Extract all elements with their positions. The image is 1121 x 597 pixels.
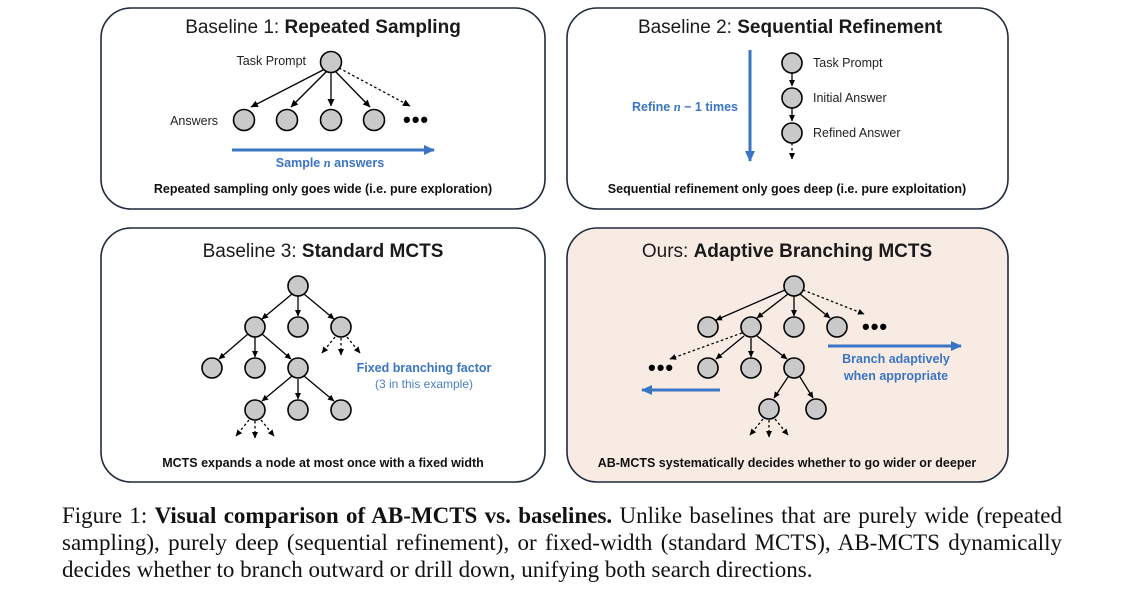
tree-node: [201, 357, 223, 379]
ellipsis-dots: •••: [403, 107, 429, 132]
panel-repeated-sampling: Baseline 1: Repeated Sampling Task Promp…: [100, 7, 546, 210]
tree-node: [330, 399, 352, 421]
panel-frame: [100, 7, 546, 210]
task-prompt-node: [781, 52, 803, 74]
tree-node: [287, 316, 309, 338]
root-node: [287, 275, 309, 297]
figure-caption-text: Unlike baselines that are purely wide (r…: [62, 503, 1062, 582]
tree-node: [697, 316, 719, 338]
panel-title: Baseline 2: Sequential Refinement: [638, 17, 943, 38]
tree-node: [244, 399, 266, 421]
tree-node: [783, 357, 805, 379]
tree-edge: [756, 335, 788, 360]
node-label: Refined Answer: [813, 126, 901, 140]
panel-frame: [100, 227, 546, 483]
panel-caption: AB-MCTS systematically decides whether t…: [598, 456, 977, 470]
refined-answer-node: [781, 122, 803, 144]
tree-edge: [250, 68, 326, 108]
tree-node: [287, 399, 309, 421]
tree-edge-dashed: [802, 289, 865, 315]
tree-edge: [303, 293, 335, 320]
figure-diagram: Baseline 1: Repeated Sampling Task Promp…: [100, 7, 1009, 483]
tree-node: [244, 316, 266, 338]
tree-edge: [756, 293, 789, 319]
panel-caption: Repeated sampling only goes wide (i.e. p…: [154, 182, 492, 196]
answers-label: Answers: [170, 114, 218, 128]
root-node: [319, 50, 343, 74]
tree-edge-dashed: [338, 67, 411, 107]
tree-node: [330, 316, 352, 338]
answer-node: [275, 108, 299, 132]
tree-edge-dashed: [235, 419, 250, 437]
refine-label: Refine n − 1 times: [632, 100, 738, 114]
branch-label-line2: when appropriate: [843, 369, 948, 383]
tree-node: [244, 357, 266, 379]
tree-edge: [261, 375, 293, 402]
tree-node: [805, 398, 827, 420]
task-prompt-label: Task Prompt: [237, 54, 307, 68]
initial-answer-node: [781, 87, 803, 109]
tree-edge: [261, 293, 293, 320]
tree-edge: [773, 376, 789, 399]
tree-node: [758, 398, 780, 420]
tree-edge: [799, 293, 831, 319]
panel-title: Ours: Adaptive Branching MCTS: [642, 241, 932, 262]
fixed-branching-label: Fixed branching factor: [357, 361, 492, 375]
tree-edge-dashed: [774, 418, 789, 436]
tree-node: [783, 316, 805, 338]
panel-title: Baseline 3: Standard MCTS: [203, 241, 444, 262]
tree-node: [287, 357, 309, 379]
tree-edge: [334, 70, 371, 108]
panel-caption: Sequential refinement only goes deep (i.…: [608, 182, 966, 196]
tree-edge: [715, 335, 745, 360]
tree-node: [826, 316, 848, 338]
answer-node: [232, 108, 256, 132]
answer-node: [319, 108, 343, 132]
tree-edge-dashed: [346, 336, 361, 354]
figure-caption: Figure 1: Visual comparison of AB-MCTS v…: [62, 502, 1062, 583]
sample-label: Sample n answers: [276, 156, 384, 170]
figure-caption-bold: Visual comparison of AB-MCTS vs. baselin…: [154, 503, 613, 528]
panel-title: Baseline 1: Repeated Sampling: [185, 17, 461, 38]
answer-node: [362, 108, 386, 132]
tree-edge: [218, 333, 249, 360]
panel-caption: MCTS expands a node at most once with a …: [162, 456, 484, 470]
tree-edge: [261, 333, 292, 360]
root-node: [783, 275, 805, 297]
tree-edge: [303, 375, 335, 402]
panel-standard-mcts: Baseline 3: Standard MCTS Fixed branchin…: [100, 227, 546, 483]
panel-ab-mcts: Ours: Adaptive Branching MCTS ••• •••: [566, 227, 1009, 483]
figure-label: Figure 1:: [62, 503, 155, 528]
tree-node: [697, 357, 719, 379]
tree-edge: [715, 289, 786, 321]
panel-frame: [566, 227, 1009, 483]
tree-node: [740, 357, 762, 379]
panel-sequential-refinement: Baseline 2: Sequential Refinement Refine…: [566, 7, 1009, 210]
node-label: Task Prompt: [813, 56, 883, 70]
tree-edge: [799, 376, 814, 399]
fixed-branching-sublabel: (3 in this example): [375, 377, 473, 391]
tree-edge-dashed: [321, 336, 336, 354]
branch-label-line1: Branch adaptively: [842, 352, 950, 366]
tree-edge-dashed: [260, 419, 275, 437]
panel-frame: [566, 7, 1009, 210]
tree-edge: [290, 70, 328, 108]
ellipsis-dots: •••: [648, 355, 674, 380]
node-label: Initial Answer: [813, 91, 887, 105]
ellipsis-dots: •••: [862, 314, 888, 339]
tree-node: [740, 316, 762, 338]
tree-edge-dashed: [749, 418, 764, 436]
